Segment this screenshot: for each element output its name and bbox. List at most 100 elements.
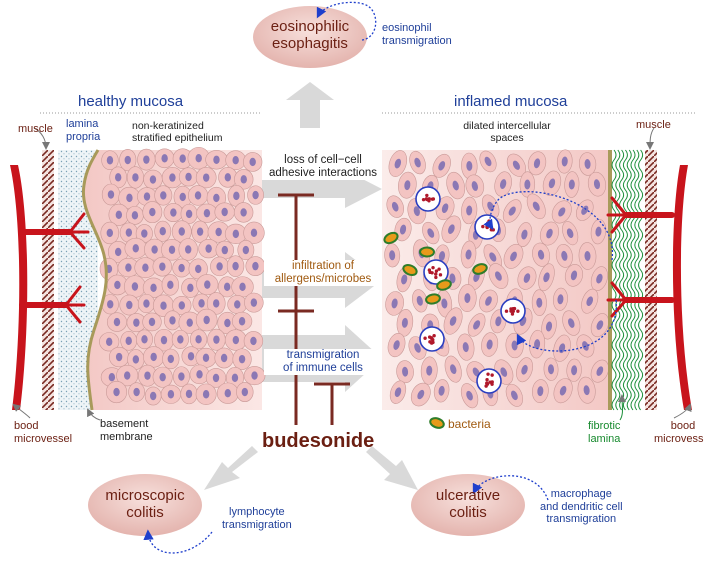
epithelial-cell [529, 329, 546, 359]
bacterium [383, 231, 399, 245]
epithelial-cell [553, 378, 573, 404]
infiltration-label: infiltration of allergens/microbes [264, 260, 382, 287]
cell-nucleus [241, 387, 249, 397]
immune-cell [476, 368, 502, 394]
immune-cell-granule [431, 265, 435, 270]
epithelial-cell [135, 224, 153, 243]
cell-nucleus [106, 228, 114, 238]
epithelial-cell [389, 380, 407, 404]
immune-cell-granule [424, 197, 429, 201]
cell-nucleus [198, 299, 205, 308]
epithelial-cell [195, 347, 217, 368]
cell-nucleus [466, 205, 473, 216]
cell-nucleus [426, 365, 433, 376]
cell-nucleus [196, 370, 203, 379]
cell-nucleus [495, 316, 502, 327]
transmigration-arrows [143, 1, 617, 554]
cell-nucleus [548, 364, 555, 375]
epithelial-cell [178, 311, 201, 334]
cell-nucleus [186, 318, 193, 327]
epithelial-cell [531, 289, 547, 317]
cell-nucleus [240, 175, 247, 184]
epithelial-cell [481, 332, 499, 357]
epithelial-cell [247, 185, 264, 205]
epithelial-cell [154, 328, 174, 352]
cell-nucleus [596, 273, 603, 284]
epithelium-label: non-keratinized stratified epithelium [132, 120, 223, 145]
epithelial-cell [152, 256, 173, 277]
epithelial-cell [195, 167, 217, 189]
cell-nucleus [584, 158, 591, 169]
cell-nucleus [570, 270, 578, 281]
cell-nucleus [533, 158, 541, 169]
epithelial-cell [216, 382, 239, 404]
cell-nucleus [215, 227, 222, 237]
epithelial-cell [384, 243, 401, 268]
cell-nucleus [510, 390, 518, 401]
epithelial-cell [196, 203, 218, 223]
epithelial-cell [154, 220, 172, 242]
cell-nucleus [495, 271, 502, 281]
microvessel-right [606, 165, 692, 410]
epithelial-cell [162, 348, 180, 370]
immune-cell [500, 298, 526, 324]
cell-nucleus [485, 296, 492, 306]
bacterium [402, 263, 418, 277]
epithelial-cell [106, 274, 128, 296]
cell-nucleus [150, 283, 157, 292]
microscopic-colitis-label: microscopic colitis [105, 487, 185, 522]
epithelial-cell [555, 243, 573, 268]
cell-nucleus [394, 158, 402, 169]
fibrotic-lamina-label: fibrotic lamina [588, 420, 621, 445]
epithelial-cell [539, 221, 560, 246]
cell-nucleus [521, 364, 528, 375]
fibrotic-fiber [619, 149, 625, 411]
epithelial-cell [101, 183, 121, 206]
cell-nucleus [393, 340, 400, 350]
cell-nucleus [149, 207, 156, 217]
cell-nucleus [143, 299, 150, 308]
epithelial-cell [488, 263, 509, 289]
cell-nucleus [499, 179, 507, 189]
epithelial-cell [243, 331, 264, 351]
cell-nucleus [114, 247, 122, 257]
immune-cell-granule [437, 267, 441, 271]
bacterium [472, 263, 488, 275]
healthy-epithelial-cells [99, 146, 266, 406]
epithelial-cell [195, 383, 217, 405]
immune-cell-granule [485, 381, 489, 385]
epithelial-cell [181, 346, 201, 367]
muscle-label-left: muscle [18, 123, 53, 135]
cell-nucleus [242, 245, 250, 255]
cell-nucleus [438, 251, 446, 262]
epithelial-cell [457, 333, 475, 361]
cell-nucleus [115, 210, 123, 219]
cell-nucleus [185, 209, 193, 219]
cell-nucleus [160, 335, 168, 345]
epithelial-cell [214, 202, 235, 222]
cell-nucleus [537, 386, 544, 397]
immune-cell-granule [512, 306, 517, 311]
bacterium [436, 279, 452, 291]
epithelial-cell [578, 242, 597, 270]
cell-nucleus [195, 264, 202, 274]
epithelial-cell [526, 193, 546, 220]
cell-nucleus [196, 227, 204, 236]
cell-nucleus [234, 300, 241, 309]
epithelial-cell [171, 329, 189, 349]
cell-nucleus [203, 315, 210, 325]
cell-nucleus [213, 335, 220, 344]
cell-nucleus [187, 352, 195, 361]
cell-nucleus [160, 301, 167, 310]
cell-nucleus [545, 321, 553, 332]
macrophage-transmigration-label: macrophage and dendritic cell transmigra… [540, 488, 623, 526]
epithelial-cell [214, 347, 234, 369]
immune-cell-granule [481, 224, 485, 229]
cell-nucleus [414, 157, 421, 168]
cell-nucleus [132, 355, 140, 364]
epithelial-cell [443, 307, 463, 335]
cell-nucleus [489, 252, 497, 262]
epithelial-cell [562, 310, 581, 336]
epithelial-cell [181, 277, 200, 298]
cell-nucleus [143, 192, 151, 201]
